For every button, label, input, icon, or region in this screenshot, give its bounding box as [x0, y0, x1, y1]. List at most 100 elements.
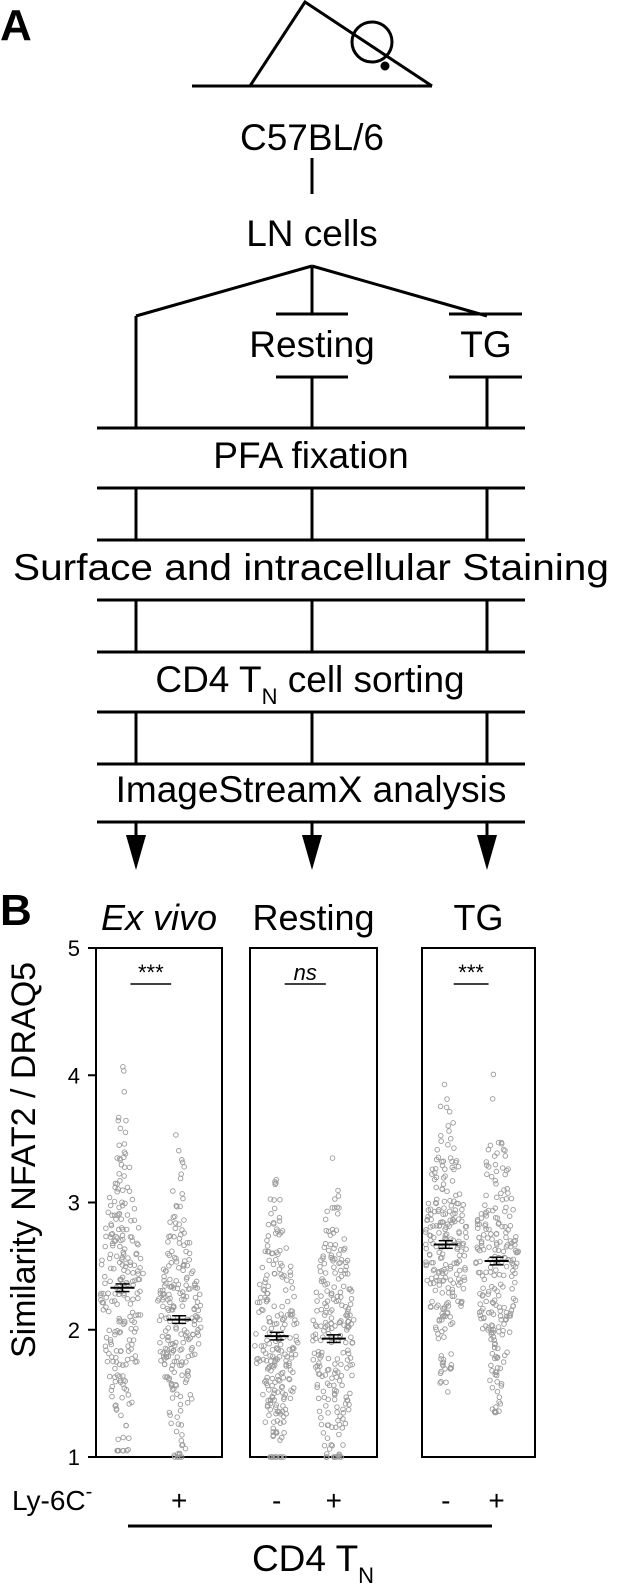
data-point-2-0 [433, 1326, 439, 1333]
data-point-2-0 [439, 1317, 445, 1323]
data-point-1-1 [314, 1308, 320, 1314]
data-point-0-0 [130, 1296, 136, 1302]
data-point-2-1 [480, 1232, 487, 1238]
data-point-1-0 [271, 1387, 278, 1394]
data-point-0-0 [112, 1378, 119, 1385]
data-point-2-0 [462, 1224, 469, 1230]
data-point-2-1 [492, 1344, 498, 1351]
data-point-1-0 [272, 1357, 278, 1364]
data-point-2-0 [442, 1166, 448, 1172]
data-point-2-1 [489, 1384, 496, 1391]
data-point-0-0 [115, 1117, 122, 1124]
data-point-1-0 [290, 1369, 296, 1376]
x-axis-title-subscript: N [358, 1563, 374, 1588]
data-point-1-0 [264, 1290, 271, 1297]
data-point-0-1 [168, 1420, 174, 1427]
data-point-1-0 [261, 1343, 267, 1349]
data-point-0-0 [125, 1269, 131, 1275]
data-point-1-1 [328, 1325, 335, 1332]
data-point-2-1 [500, 1359, 507, 1365]
data-point-1-0 [270, 1220, 277, 1226]
data-point-0-0 [132, 1312, 139, 1319]
data-point-2-1 [489, 1350, 496, 1357]
data-point-1-1 [329, 1256, 336, 1262]
data-point-2-0 [437, 1255, 444, 1261]
data-point-0-1 [173, 1339, 179, 1346]
data-point-2-0 [449, 1293, 456, 1300]
data-point-2-0 [443, 1104, 450, 1111]
data-point-1-0 [278, 1348, 284, 1354]
data-point-1-1 [336, 1377, 343, 1384]
data-point-2-1 [482, 1202, 488, 1208]
data-point-1-1 [315, 1395, 322, 1402]
data-point-1-1 [335, 1453, 341, 1460]
data-point-2-0 [444, 1221, 451, 1227]
data-point-2-0 [428, 1211, 434, 1218]
data-point-1-0 [267, 1196, 274, 1202]
data-point-0-1 [183, 1282, 189, 1288]
data-point-1-0 [284, 1298, 291, 1305]
ly6c-label-superscript: - [86, 1481, 93, 1503]
data-point-2-1 [484, 1171, 490, 1178]
data-point-2-1 [507, 1223, 514, 1229]
data-point-1-0 [260, 1356, 267, 1363]
data-point-0-1 [166, 1291, 172, 1298]
data-point-0-1 [187, 1335, 194, 1341]
data-point-0-0 [98, 1297, 104, 1303]
data-point-0-1 [177, 1175, 184, 1182]
data-point-2-0 [434, 1277, 440, 1284]
data-point-0-1 [183, 1335, 190, 1341]
data-point-0-1 [178, 1362, 185, 1368]
data-point-2-0 [456, 1252, 463, 1259]
data-point-0-0 [125, 1343, 131, 1349]
data-point-1-1 [335, 1187, 341, 1194]
data-point-0-1 [180, 1195, 186, 1202]
data-point-2-1 [496, 1394, 503, 1400]
data-point-0-1 [165, 1239, 171, 1245]
data-point-1-0 [270, 1364, 277, 1370]
data-point-2-1 [503, 1196, 510, 1202]
data-point-1-1 [329, 1375, 335, 1381]
data-point-0-0 [122, 1129, 129, 1136]
panel-title-2: TG [454, 897, 504, 938]
data-point-1-0 [283, 1357, 289, 1364]
data-point-0-0 [120, 1251, 127, 1257]
data-point-0-0 [119, 1202, 126, 1209]
data-point-2-1 [504, 1349, 510, 1356]
data-point-1-0 [283, 1361, 289, 1368]
data-point-2-1 [494, 1379, 500, 1385]
data-point-1-0 [267, 1397, 274, 1403]
data-point-2-1 [476, 1234, 482, 1241]
data-point-2-0 [441, 1334, 447, 1340]
data-point-2-1 [510, 1206, 516, 1213]
data-point-1-1 [343, 1263, 349, 1270]
data-point-0-0 [119, 1394, 125, 1401]
data-point-1-0 [267, 1406, 273, 1413]
arrowhead-tg [477, 835, 497, 870]
data-point-1-1 [331, 1382, 337, 1389]
data-point-1-0 [271, 1197, 277, 1203]
data-point-2-0 [434, 1147, 440, 1153]
data-point-0-0 [120, 1373, 126, 1379]
data-point-0-1 [186, 1240, 193, 1246]
data-point-2-1 [492, 1369, 499, 1375]
data-point-2-1 [494, 1241, 500, 1248]
data-point-1-1 [344, 1397, 350, 1403]
data-point-0-1 [182, 1445, 189, 1452]
source-label: LN cells [246, 213, 378, 254]
data-point-2-1 [503, 1263, 510, 1270]
data-point-1-1 [340, 1283, 347, 1290]
data-point-2-1 [477, 1312, 483, 1319]
data-point-1-0 [273, 1402, 279, 1408]
data-point-1-0 [277, 1437, 283, 1443]
data-point-2-0 [447, 1263, 454, 1270]
data-point-0-1 [184, 1371, 191, 1377]
data-point-2-0 [459, 1298, 465, 1305]
data-point-2-1 [492, 1247, 498, 1253]
data-point-2-1 [505, 1227, 511, 1233]
data-point-1-0 [271, 1303, 277, 1310]
data-point-1-1 [316, 1408, 323, 1415]
data-point-1-0 [273, 1257, 279, 1263]
data-point-0-0 [106, 1194, 113, 1201]
data-point-2-0 [428, 1304, 434, 1310]
